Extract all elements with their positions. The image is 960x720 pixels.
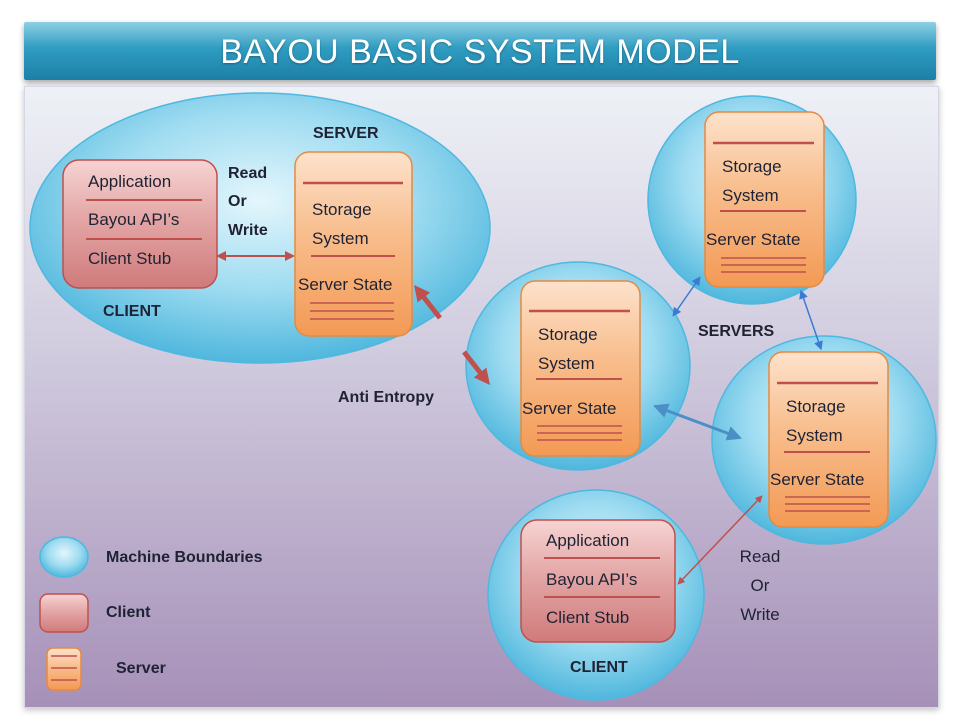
client-box-bottom: Application Bayou API’s Client Stub xyxy=(520,519,676,643)
client-application-label: Application xyxy=(88,172,171,191)
read-write-arrow-bottom xyxy=(677,495,763,585)
write-label-bottom: Write xyxy=(740,605,779,624)
client-application-label: Application xyxy=(546,531,629,550)
anti-entropy-arrow-upper xyxy=(414,284,442,320)
legend-machine-label: Machine Boundaries xyxy=(106,549,263,566)
client-stub-label: Client Stub xyxy=(546,608,629,627)
client-stub-label: Client Stub xyxy=(88,249,171,268)
server-label: SERVER xyxy=(313,125,379,142)
server-state-label: Server State xyxy=(298,275,393,294)
anti-entropy-arrow-lower xyxy=(462,350,490,386)
storage-label-line2: System xyxy=(312,229,369,248)
legend-client-swatch xyxy=(39,593,89,633)
server-state-label: Server State xyxy=(770,470,865,489)
or-label-bottom: Or xyxy=(751,576,770,595)
sync-arrow-top-right xyxy=(799,289,823,351)
legend: Machine Boundaries Client Server xyxy=(39,536,263,691)
client-box-top: Application Bayou API’s Client Stub xyxy=(62,159,218,289)
servers-label: SERVERS xyxy=(698,323,775,340)
server-box-top-left: Storage System Server State xyxy=(294,151,413,337)
storage-label-line2: System xyxy=(722,186,779,205)
client-api-label: Bayou API’s xyxy=(546,570,637,589)
server-state-label: Server State xyxy=(522,399,617,418)
legend-server-label: Server xyxy=(116,660,166,677)
server-box-middle: Storage System Server State xyxy=(520,280,641,457)
write-label-top: Write xyxy=(228,222,268,239)
legend-server-swatch xyxy=(46,647,82,691)
read-label-bottom: Read xyxy=(740,547,781,566)
server-state-label: Server State xyxy=(706,230,801,249)
storage-label-line1: Storage xyxy=(538,325,598,344)
client-api-label: Bayou API’s xyxy=(88,210,179,229)
storage-label-line2: System xyxy=(786,426,843,445)
page-title: BAYOU BASIC SYSTEM MODEL xyxy=(220,33,740,71)
sync-arrow-middle-top xyxy=(672,276,701,317)
legend-client-label: Client xyxy=(106,604,151,621)
server-box-top-right: Storage System Server State xyxy=(704,111,825,288)
server-box-right: Storage System Server State xyxy=(768,351,889,528)
sync-arrow-middle-right xyxy=(652,403,743,441)
storage-label-line2: System xyxy=(538,354,595,373)
storage-label-line1: Storage xyxy=(786,397,846,416)
storage-label-line1: Storage xyxy=(312,200,372,219)
or-label-top: Or xyxy=(228,193,247,210)
legend-machine-swatch xyxy=(39,536,89,578)
anti-entropy-label: Anti Entropy xyxy=(338,389,434,406)
title-bar: BAYOU BASIC SYSTEM MODEL xyxy=(24,22,936,80)
storage-label-line1: Storage xyxy=(722,157,782,176)
read-label-top: Read xyxy=(228,165,267,182)
client-label-bottom: CLIENT xyxy=(570,659,628,676)
client-label-top: CLIENT xyxy=(103,303,161,320)
